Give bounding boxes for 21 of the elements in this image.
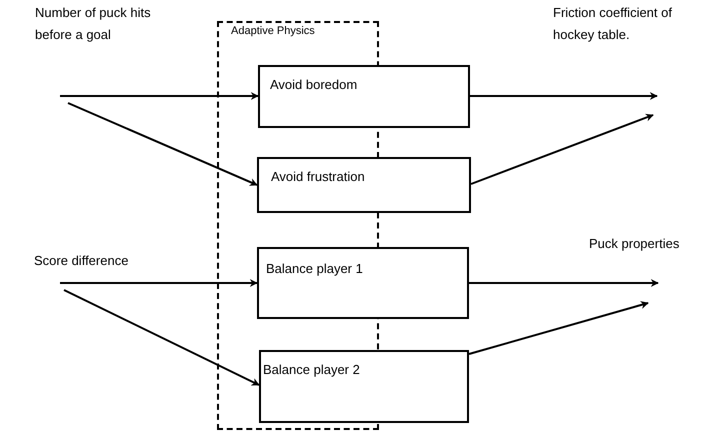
box-label: Avoid frustration <box>271 169 365 184</box>
arrow <box>68 102 258 186</box>
group-title: Adaptive Physics <box>231 25 315 37</box>
arrow <box>468 301 649 355</box>
arrow <box>64 289 260 386</box>
signal-label: Friction coefficient of hockey table. <box>553 4 673 44</box>
signal-label: Score difference <box>34 252 130 270</box>
process-box <box>258 65 470 128</box>
arrow <box>60 92 259 100</box>
signal-label: Number of puck hits before a goal <box>35 4 152 44</box>
arrow <box>470 92 658 100</box>
signal-label: Puck properties <box>589 235 680 253</box>
box-label: Balance player 2 <box>263 362 360 377</box>
process-box <box>257 247 469 319</box>
box-label: Avoid boredom <box>270 77 358 92</box>
arrow <box>60 279 258 287</box>
process-box <box>257 157 471 213</box>
arrow <box>470 114 654 185</box>
arrow <box>469 279 659 287</box>
process-box <box>259 350 469 423</box>
box-label: Balance player 1 <box>266 261 363 276</box>
